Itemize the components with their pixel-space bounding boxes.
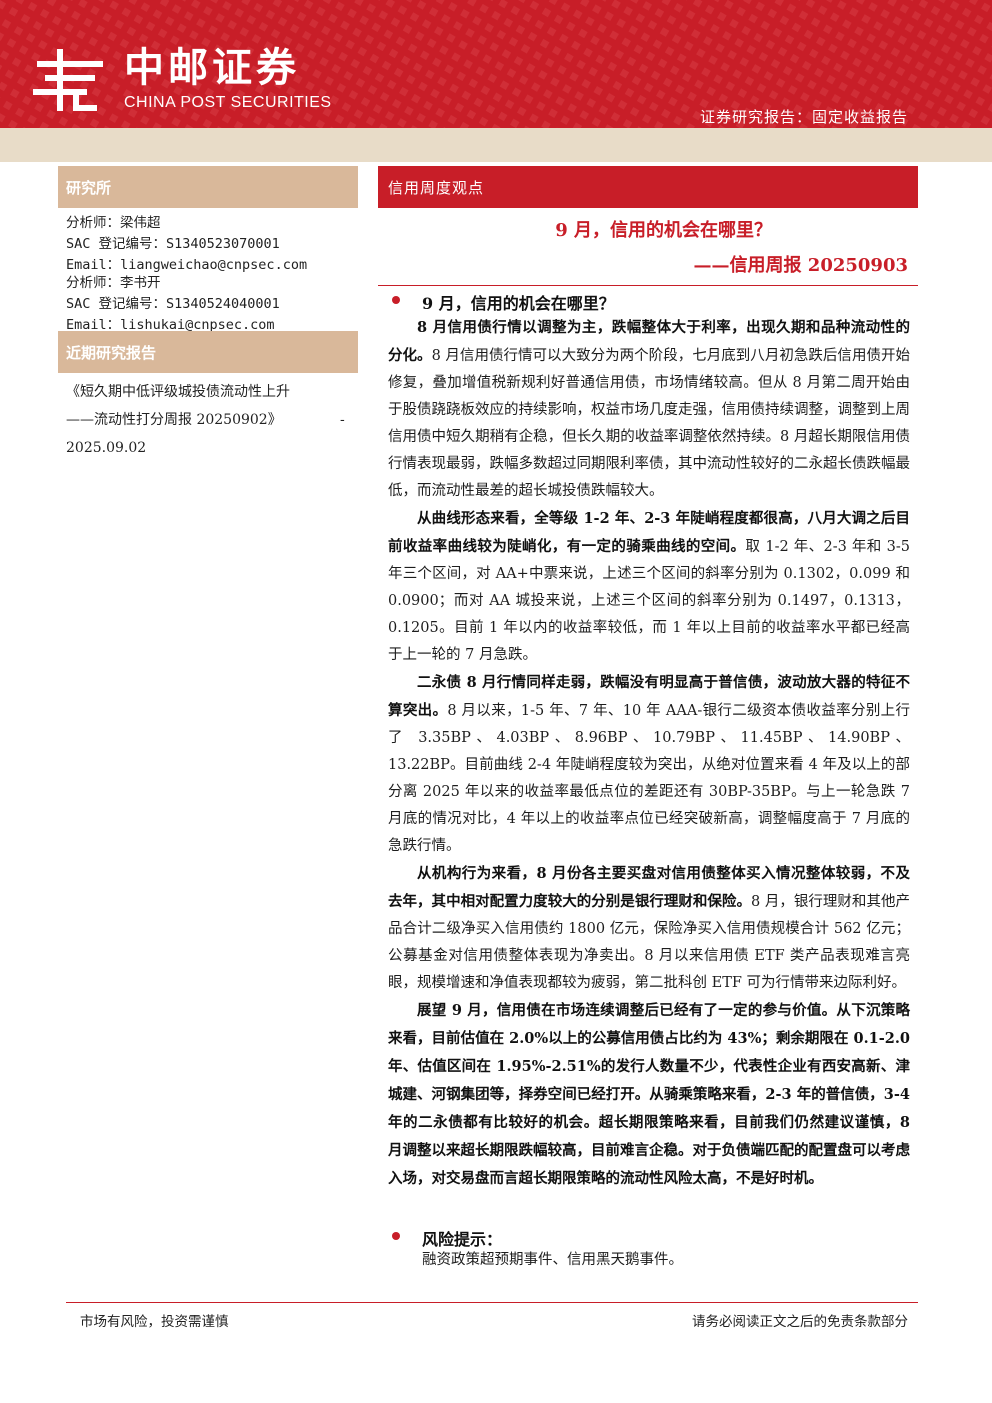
footer-divider [66, 1302, 918, 1303]
china-post-logo-icon [33, 49, 103, 111]
report-title: 9 月，信用的机会在哪里？ [555, 220, 772, 241]
publish-date: 发布时间：2025-09-03 [798, 276, 946, 291]
header-pattern [0, 0, 992, 128]
paragraph-lead: 展望 9 月，信用债在市场连续调整后已经有了一定的参与价值。从下沉策略来看，目前… [388, 1002, 910, 1187]
analyst-email[interactable]: Email：lishukai@cnpsec.com [66, 317, 275, 333]
bullet-icon [392, 296, 400, 304]
paragraph-text: 取 1-2 年、2-3 年和 3-5 年三个区间，对 AA+中票来说，上述三个区… [388, 539, 910, 663]
analyst-sac: SAC 登记编号：S1340523070001 [66, 236, 280, 252]
risk-heading: 风险提示： [422, 1230, 503, 1249]
paragraph-lead: 从曲线形态来看，全等级 1-2 年、2-3 年陡峭程度都很高，八月大调之后目前收… [388, 510, 910, 555]
paragraph: 从曲线形态来看，全等级 1-2 年、2-3 年陡峭程度都很高，八月大调之后目前收… [388, 505, 910, 669]
paragraph-text: 8 月信用债行情可以大致分为两个阶段，七月底到八月初急跌后信用债开始修复，叠加增… [388, 348, 910, 499]
analyst-name: 分析师：李书开 [66, 275, 161, 291]
title-divider [378, 285, 918, 286]
paragraph-text: 8 月，银行理财和其他产品合计二级净买入信用债约 1800 亿元，保险净买入信用… [388, 894, 910, 991]
report-subtitle: ——信用周报 20250903 [693, 255, 908, 276]
footer-right: 请务必阅读正文之后的免责条款部分 [692, 1314, 908, 1330]
section-label: 信用周度观点 [388, 179, 485, 197]
paragraph: 二永债 8 月行情同样走弱，跌幅没有明显高于普信债，波动放大器的特征不算突出。8… [388, 669, 910, 860]
date-band: 发布时间：2025-09-03 [0, 128, 992, 291]
paragraph-lead: 二永债 8 月行情同样走弱，跌幅没有明显高于普信债，波动放大器的特征不算突出。 [388, 674, 910, 719]
bullet-icon [392, 1232, 400, 1240]
recent-reports-title: 近期研究报告 [66, 344, 157, 362]
paragraph: 从机构行为来看，8 月份各主要买盘对信用债整体买入情况整体较弱，不及去年，其中相… [388, 860, 910, 997]
header-banner: 中邮证券 CHINA POST SECURITIES 证券研究报告：固定收益报告 [0, 0, 992, 128]
brand-name-en: CHINA POST SECURITIES [124, 94, 332, 111]
recent-report-line: 《短久期中低评级城投债流动性上升 [66, 384, 290, 400]
paragraph: 8 月信用债行情以调整为主，跌幅整体大于利率，出现久期和品种流动性的分化。8 月… [388, 314, 910, 505]
research-institute-title: 研究所 [66, 179, 112, 197]
article-body: 8 月信用债行情以调整为主，跌幅整体大于利率，出现久期和品种流动性的分化。8 月… [388, 314, 910, 1193]
report-type: 证券研究报告：固定收益报告 [699, 108, 908, 126]
analyst-name: 分析师：梁伟超 [66, 215, 161, 231]
recent-report-date: 2025.09.02 [66, 440, 147, 456]
recent-reports-header: 近期研究报告 [58, 331, 358, 373]
paragraph-lead: 从机构行为来看，8 月份各主要买盘对信用债整体买入情况整体较弱，不及去年，其中相… [388, 865, 910, 910]
footer-left: 市场有风险，投资需谨慎 [80, 1314, 229, 1330]
paragraph-text: 8 月以来，1-5 年、7 年、10 年 AAA-银行二级资本债收益率分别上行了… [388, 703, 911, 854]
bullet-heading: 9 月，信用的机会在哪里？ [422, 294, 615, 313]
paragraph-lead: 8 月信用债行情以调整为主，跌幅整体大于利率，出现久期和品种流动性的分化。 [388, 319, 910, 364]
research-institute-header: 研究所 [58, 166, 358, 208]
brand-name-cn: 中邮证券 [124, 45, 300, 91]
paragraph: 展望 9 月，信用债在市场连续调整后已经有了一定的参与价值。从下沉策略来看，目前… [388, 997, 910, 1193]
analyst-email[interactable]: Email：liangweichao@cnpsec.com [66, 257, 308, 273]
risk-text: 融资政策超预期事件、信用黑天鹅事件。 [422, 1252, 683, 1268]
section-header: 信用周度观点 [378, 166, 918, 208]
analyst-sac: SAC 登记编号：S1340524040001 [66, 296, 280, 312]
recent-report-line: ——流动性打分周报 20250902》 [66, 412, 282, 428]
recent-report-dash: - [340, 412, 345, 428]
